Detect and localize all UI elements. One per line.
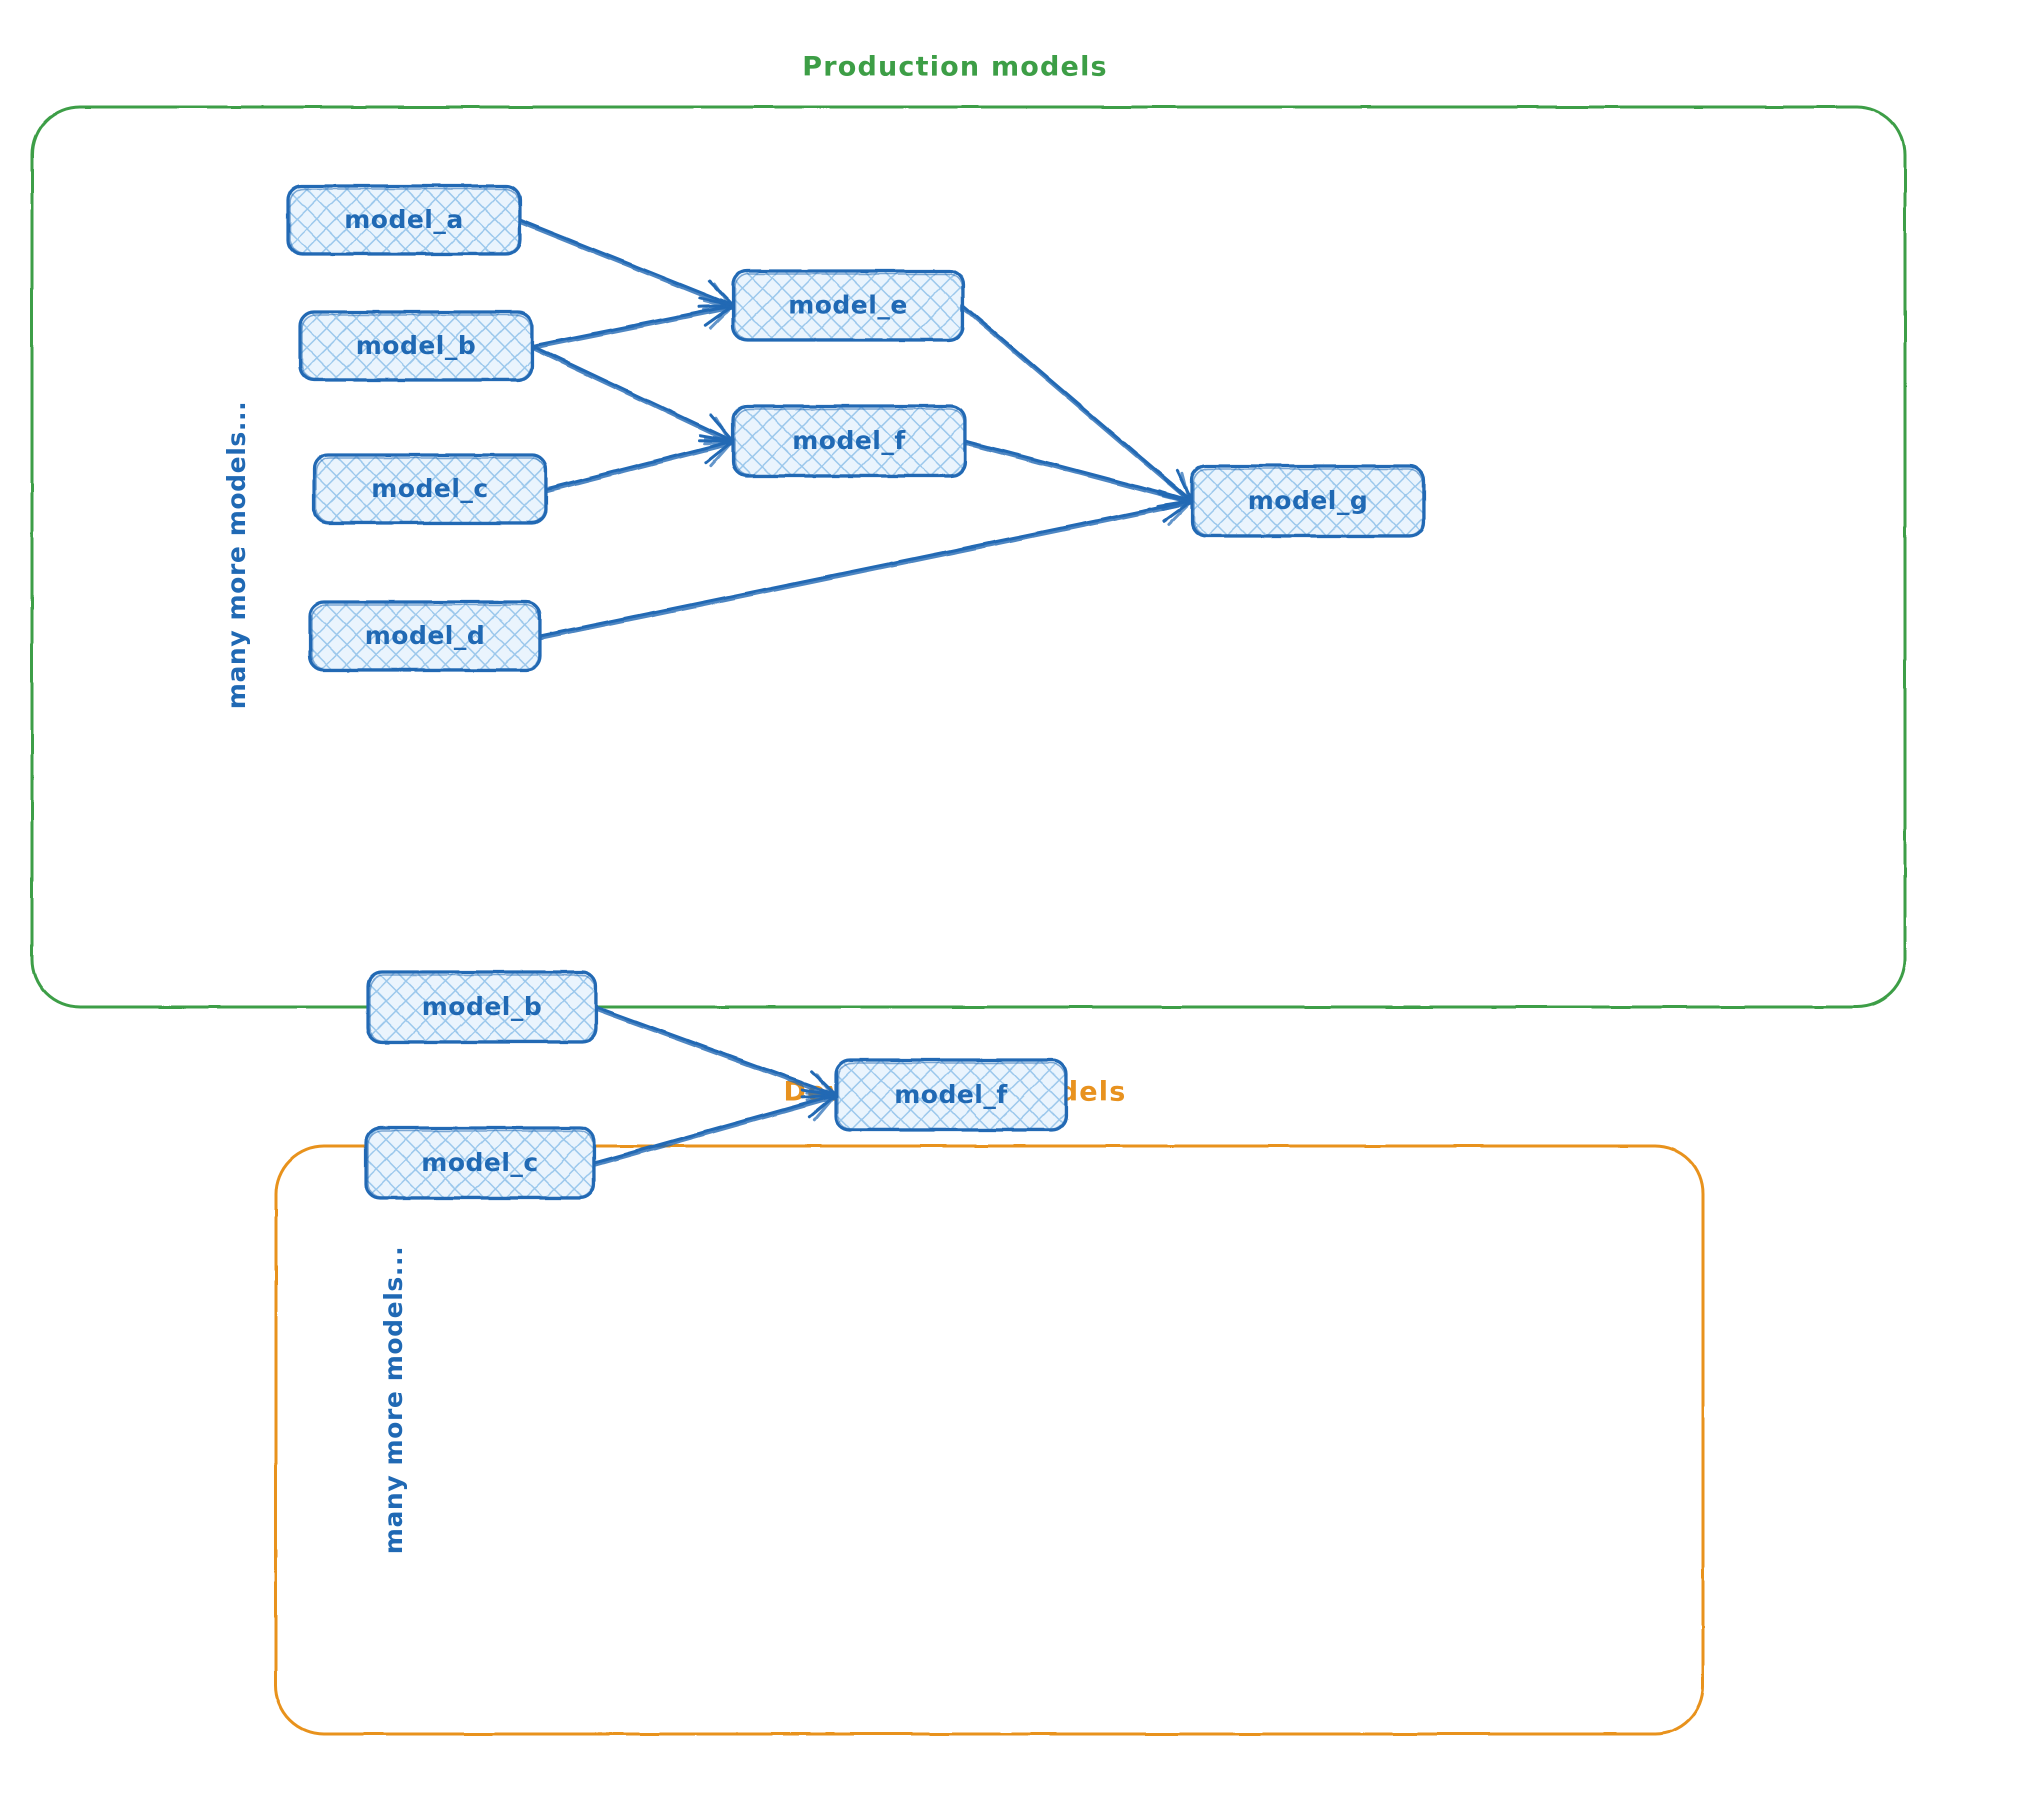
production-group-border [30,105,1907,1009]
model-node-box [298,310,534,382]
model-node-label: model_f [894,1080,1008,1109]
model-node-box [286,184,522,256]
model-node-label: model_e [788,291,908,320]
model-node-box [834,1058,1068,1132]
model-node-box-sketch-outline [301,314,532,380]
model-node-box-sketch-outline [734,408,965,476]
edge-arrowhead-sketch [805,1091,836,1122]
model-node-model-f[interactable]: model_f [731,404,967,478]
model-node-label: model_g [1248,486,1369,515]
model-node-label: model_a [344,205,464,234]
model-node-model-c[interactable]: model_c [364,1126,596,1200]
edge-line [530,304,735,348]
model-node-model-f[interactable]: model_f [834,1058,1068,1132]
model-node-box [731,269,965,342]
model-node-box-sketch-outline [289,188,520,254]
edge-line [538,501,1194,640]
edge-model-b-to-model-f [530,344,735,445]
production-many-more-models-note: many more models... [222,401,251,709]
edge-arrowhead-sketch [702,436,733,467]
edge-line [592,1093,838,1165]
model-node-label: model_b [356,331,477,360]
production-group: Production models many more models... [30,52,1907,1009]
edge-line [961,306,1194,505]
model-node-model-b[interactable]: model_b [298,310,534,382]
model-node-label: model_b [422,992,543,1021]
model-node-box-sketch-outline [837,1062,1066,1130]
node-layer: model_a model_b model_c model_d model_emodel… [286,184,1426,1200]
edge-model-c-to-model-f [544,433,735,493]
model-node-box-sketch-outline [311,604,540,670]
model-node-box [366,970,598,1044]
edge-line [530,344,735,443]
model-node-model-e[interactable]: model_e [731,269,965,342]
edge-model-d-to-model-g [538,492,1194,640]
edge-model-b-to-model-e [530,296,735,350]
model-node-box [731,404,967,478]
model-node-box [1190,464,1426,538]
production-group-title: Production models [802,52,1108,83]
model-node-model-g[interactable]: model_g [1190,464,1426,538]
development-many-more-models-note: many more models... [379,1246,408,1554]
edge-line [538,499,1194,638]
edge-line [592,1095,838,1167]
model-node-box-sketch-outline [315,457,546,523]
edge-line [530,306,735,350]
model-node-label: model_f [792,426,906,455]
model-node-model-a[interactable]: model_a [286,184,522,256]
edge-line [963,441,1194,505]
edge-line [594,1005,838,1097]
model-node-label: model_c [371,474,488,503]
model-node-label: model_c [421,1148,538,1177]
edge-arrowhead-sketch [703,299,733,330]
model-node-box [312,453,548,525]
model-node-box-sketch-outline [1193,468,1424,536]
edge-line [544,439,735,491]
edge-line [963,439,1194,503]
edge-line [594,1007,838,1099]
model-node-box-sketch-outline [367,1130,594,1198]
edge-line [530,346,735,445]
edge-line [518,220,735,310]
edge-line [961,304,1194,503]
model-node-box [308,600,542,672]
model-node-model-b[interactable]: model_b [366,970,598,1044]
model-node-box-sketch-outline [734,273,963,340]
model-node-model-c[interactable]: model_c [312,453,548,525]
model-node-model-d[interactable]: model_d [308,600,542,672]
model-node-box [364,1126,596,1200]
edge-line [544,441,735,493]
development-group-border [274,1144,1705,1736]
model-node-box-sketch-outline [369,974,596,1042]
edge-model-a-to-model-e [518,218,735,312]
edge-layer [518,218,1194,1167]
edge-line [518,218,735,307]
model-node-label: model_d [365,621,486,650]
edge-arrowhead-sketch [1162,495,1192,526]
